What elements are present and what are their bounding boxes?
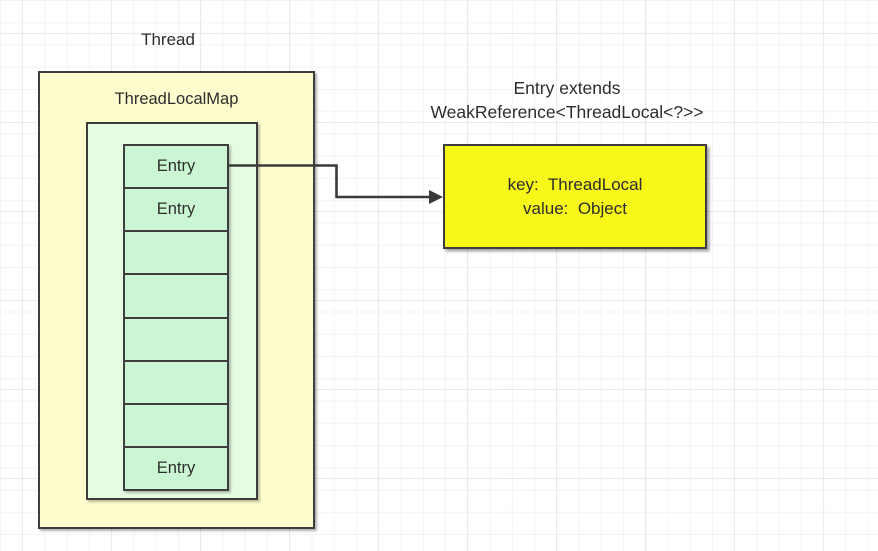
thread-label: Thread (141, 30, 195, 49)
arrowhead-icon (429, 190, 443, 204)
entry-cell: Entry (125, 189, 227, 233)
entry-cell: Entry (156, 458, 196, 477)
entry-cell (125, 275, 227, 319)
entry-cell (125, 232, 227, 276)
entry-note: Entry extends WeakReference<ThreadLocal<… (392, 76, 742, 124)
entry-cell: Entry (125, 146, 227, 190)
entry-cell (125, 319, 227, 362)
value-text: value: Object (523, 198, 627, 218)
key-text: key: ThreadLocal (507, 174, 643, 194)
threadlocalmap-title: ThreadLocalMap (114, 90, 239, 108)
entry-note-line2: WeakReference<ThreadLocal<?>> (430, 102, 704, 122)
entry-table: Entry Entry Entry (123, 144, 229, 491)
entry-cell (125, 362, 227, 405)
entry-note-line1: Entry extends (513, 78, 621, 98)
entry-cell (125, 405, 227, 448)
entry-detail-box: key: ThreadLocal value: Object (443, 144, 707, 249)
